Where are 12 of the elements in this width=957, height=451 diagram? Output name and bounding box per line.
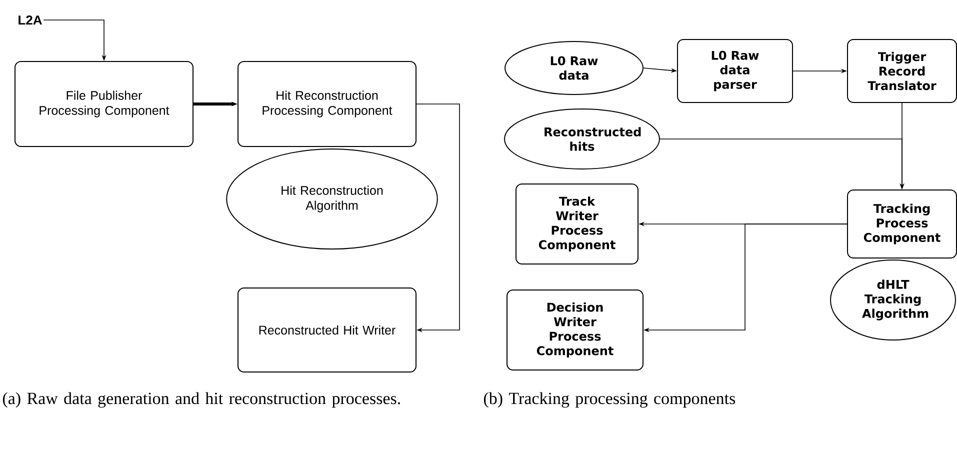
caption: (a) Raw data generation and hit reconstruction processes. — [2, 392, 400, 408]
caption: (b) Tracking processing components — [484, 392, 736, 408]
input-label: L2A — [18, 15, 42, 25]
process-box: Track Writer Process Component — [516, 184, 638, 264]
process-box: Reconstructed Hit Writer — [238, 288, 416, 372]
process-box: Hit Reconstruction Processing Component — [238, 61, 416, 147]
process-box: Trigger Record Translator — [847, 39, 957, 103]
arrow — [416, 104, 460, 332]
process-box: File Publisher Processing Component — [14, 61, 194, 147]
process-box: Decision Writer Process Component — [506, 290, 644, 370]
process-box: Tracking Process Component — [847, 190, 957, 258]
process-box: L0 Raw data parser — [677, 39, 793, 103]
